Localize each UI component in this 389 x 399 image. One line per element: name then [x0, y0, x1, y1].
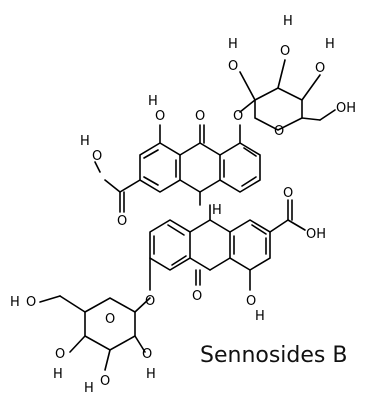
compound-name: Sennosides B	[200, 343, 348, 368]
lower-left-ring	[149, 219, 191, 271]
atom-oh-upper-sugar-6: OH	[336, 101, 356, 116]
atom-o-upper-sugar-3: O	[280, 44, 290, 59]
upper-middle-ring	[179, 124, 221, 193]
atom-o-upper-carbonyl: O	[117, 214, 127, 229]
atom-o-lower-glycoside: O	[145, 294, 155, 309]
atom-h-upper-acid: H	[80, 134, 90, 149]
atom-o-upper-sugar-4: O	[315, 61, 325, 76]
upper-right-ring	[219, 142, 261, 193]
lower-glucose-ring	[39, 295, 151, 371]
atom-o-lower-carbonyl: O	[283, 186, 293, 201]
atom-o-lower-sugar-4: O	[55, 347, 65, 362]
lower-right-ring	[229, 219, 271, 271]
atom-h-upper-sugar-4: H	[325, 37, 335, 52]
atom-h-upper-sugar-3: H	[283, 14, 293, 29]
atom-o-ketone-upper: O	[195, 109, 205, 124]
upper-glucose-ring	[239, 59, 336, 131]
lower-middle-ring	[189, 219, 231, 286]
atom-o-lower-ring: O	[105, 312, 115, 327]
atom-o-upper-acid: O	[92, 149, 102, 164]
atom-o-upper-glycoside: O	[233, 109, 243, 124]
atom-o-ketone-lower: O	[192, 289, 202, 304]
atom-h-lower-sugar-4: H	[53, 367, 63, 382]
atom-h-lower-sugar-6: H	[10, 295, 20, 310]
atom-h-upper-sugar-2: H	[228, 37, 238, 52]
atom-o-upper-sugar-2: O	[228, 59, 238, 74]
atom-h-lower-phenol: H	[255, 309, 265, 324]
atom-o-lower-phenol: O	[246, 294, 256, 309]
atom-o-lower-sugar-2: O	[142, 347, 152, 362]
atom-h-upper-methine: H	[212, 203, 222, 218]
upper-cooh-bond	[119, 179, 141, 193]
atom-o-lower-sugar-3: O	[100, 374, 110, 389]
atom-o-lower-sugar-6: O	[26, 295, 36, 310]
atom-o-upper-phenol: O	[155, 109, 165, 124]
atom-h-lower-sugar-2: H	[146, 367, 156, 382]
atom-oh-lower-acid: OH	[306, 227, 326, 242]
atom-h-upper-phenol: H	[148, 94, 158, 109]
atom-h-lower-sugar-3: H	[84, 381, 94, 394]
atom-o-upper-ring: O	[274, 124, 284, 139]
upper-left-ring	[139, 142, 181, 193]
